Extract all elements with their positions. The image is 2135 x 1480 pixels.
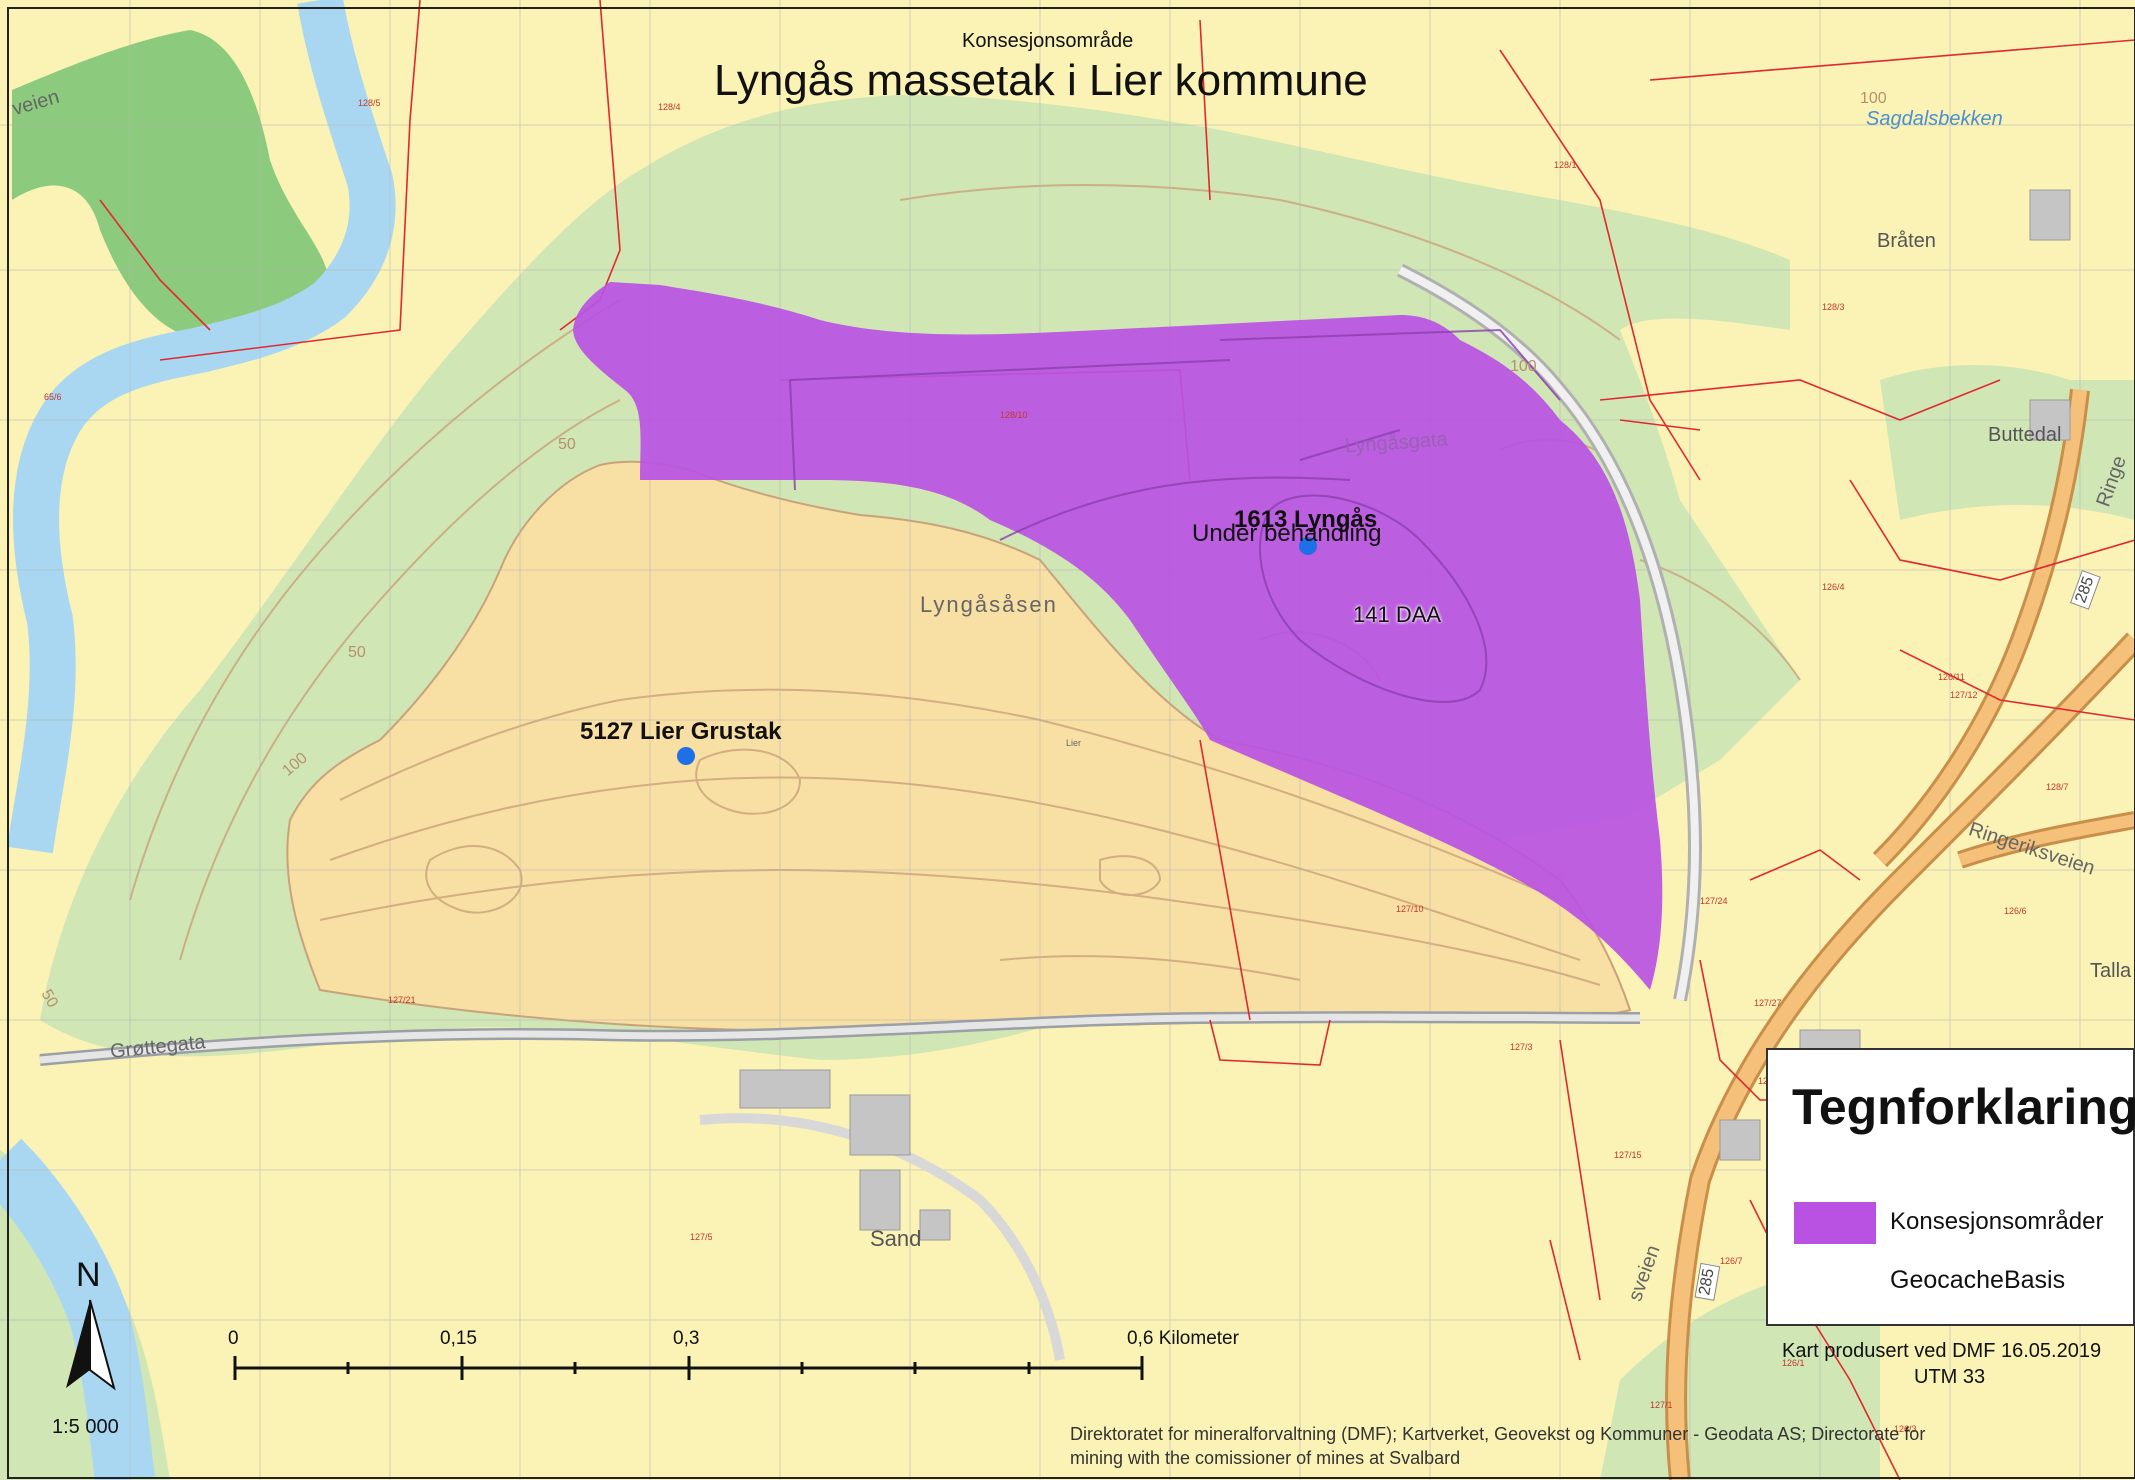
parcel-label: 127/5 <box>690 1232 713 1242</box>
parcel-label: 126/1 <box>1782 1358 1805 1368</box>
place-sagdalsbekken: Sagdalsbekken <box>1866 108 2003 130</box>
concession-area[interactable] <box>573 282 1663 990</box>
contour-label: 50 <box>348 644 366 661</box>
parcel-label: 128/7 <box>2046 782 2069 792</box>
area-label: 141 DAA <box>1353 602 1442 627</box>
scale-tick-06: 0,6 Kilometer <box>1127 1328 1239 1349</box>
scale-tick-03: 0,3 <box>673 1328 700 1349</box>
contour-lines <box>129 184 1801 986</box>
scale-tick-015: 0,15 <box>440 1328 477 1349</box>
parcel-label: 65/6 <box>44 392 62 402</box>
site-label-lyngas: 1613 Lyngås <box>1234 506 1378 533</box>
parcel-label: 128/4 <box>658 102 681 112</box>
place-buttedal: Buttedal <box>1988 424 2062 446</box>
contour-label: 100 <box>1510 358 1537 375</box>
parcel-label: 127/24 <box>1700 896 1728 906</box>
place-talla: Talla <box>2090 960 2132 982</box>
place-braten: Bråten <box>1877 230 1936 252</box>
north-arrow-icon <box>66 1299 116 1391</box>
legend-item-concession: Konsesjonsområder <box>1890 1208 2104 1235</box>
parcel-label: 128/5 <box>358 98 381 108</box>
parcel-label: 128/1 <box>1554 160 1577 170</box>
buildings <box>739 189 2071 1241</box>
site-marker-lyngas[interactable] <box>1299 537 1317 555</box>
production-projection: UTM 33 <box>1914 1366 1986 1388</box>
map-title: Lyngås massetak i Lier kommune <box>714 56 1368 105</box>
parcel-label: 127/12 <box>1950 690 1978 700</box>
scale-bar <box>233 1356 1144 1380</box>
parcel-label: 127/10 <box>1396 904 1424 914</box>
parcel-label: 128/10 <box>1000 410 1028 420</box>
concession-inner-lines <box>789 328 1561 703</box>
parcel-label: 126/7 <box>1720 1256 1743 1266</box>
parcel-label: 126/3 <box>1894 1424 1917 1434</box>
north-label: N <box>76 1256 101 1294</box>
parcel-label: 127/1 <box>1650 1400 1673 1410</box>
park-area <box>12 30 330 341</box>
attribution-line2: mining with the comissioner of mines at … <box>1070 1448 1461 1468</box>
production-date: Kart produsert ved DMF 16.05.2019 <box>1782 1340 2102 1362</box>
parcel-label: 126/4 <box>1822 582 1845 592</box>
site-marker-grustak[interactable] <box>677 747 695 765</box>
place-lier: Lier <box>1066 738 1082 748</box>
legend-item-geocache: GeocacheBasis <box>1890 1266 2066 1294</box>
map-frame <box>7 7 2135 1479</box>
scale-ratio: 1:5 000 <box>52 1416 119 1438</box>
site-label-grustak: 5127 Lier Grustak <box>580 718 782 745</box>
legend-box: Tegnforklaring Konsesjonsområder Geocach… <box>1766 1048 2135 1326</box>
parcel-label: 126/6 <box>2004 906 2027 916</box>
site-status-label: Under behandling <box>1192 520 1382 547</box>
attribution-line1: Direktoratet for mineralforvaltning (DMF… <box>1070 1424 1926 1444</box>
parcel-label: 127/15 <box>1614 1150 1642 1160</box>
contour-label: 100 <box>1860 90 1887 107</box>
legend-title: Tegnforklaring <box>1792 1079 2135 1135</box>
parcel-label: 127/27 <box>1754 998 1782 1008</box>
scale-tick-0: 0 <box>228 1328 239 1349</box>
contour-label: 50 <box>558 436 576 453</box>
place-lyngasasen: Lyngåsåsen <box>920 592 1058 617</box>
legend-swatch-concession <box>1794 1202 1876 1244</box>
parcel-label: 127/21 <box>388 995 416 1005</box>
parcel-label: 126/11 <box>1938 672 1965 682</box>
place-sand: Sand <box>870 1226 922 1251</box>
river <box>7 0 396 854</box>
parcel-label: 128/3 <box>1822 302 1845 312</box>
map-subtitle: Konsesjonsområde <box>962 30 1134 52</box>
parcel-label: 127/3 <box>1510 1042 1533 1052</box>
